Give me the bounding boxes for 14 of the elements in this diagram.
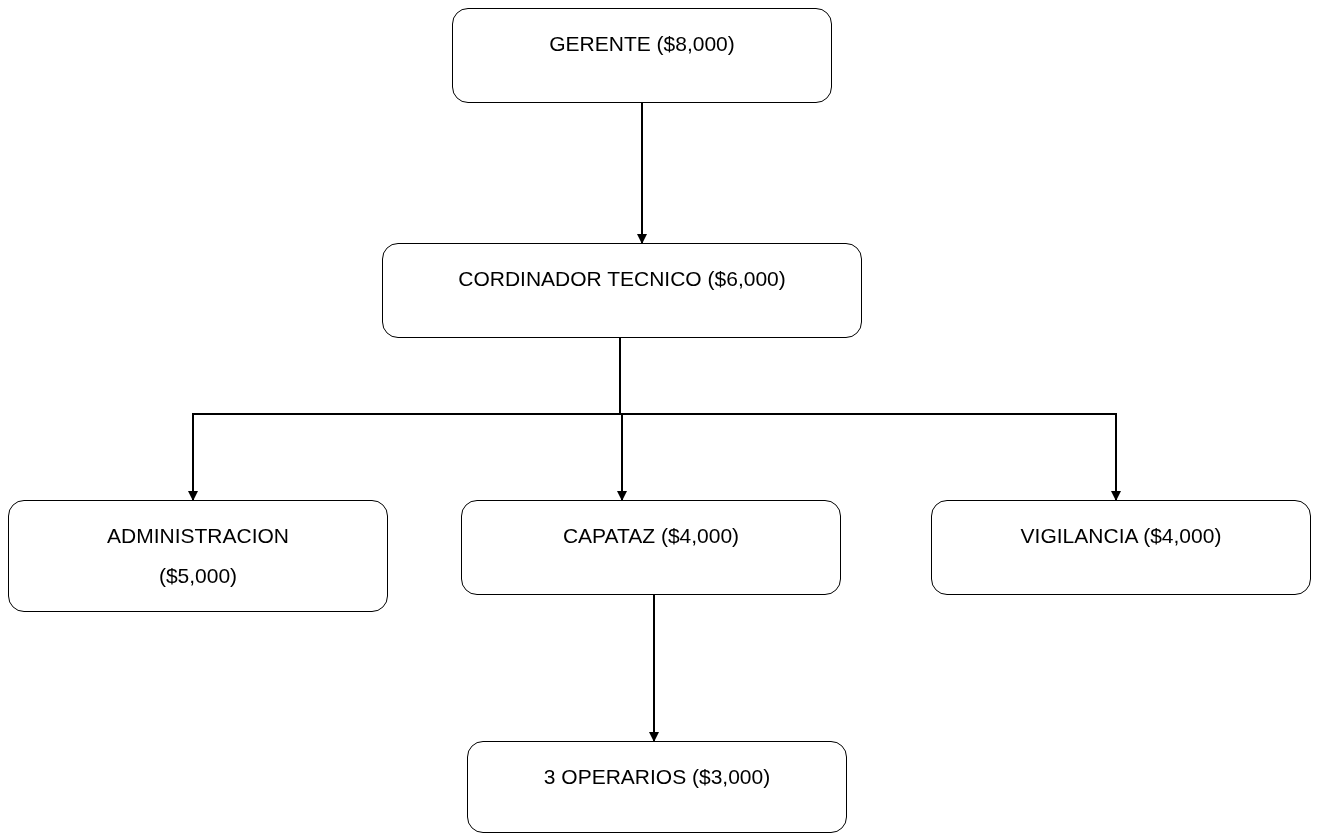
position-box	[452, 8, 832, 103]
position-label: VIGILANCIA ($4,000)	[1020, 523, 1222, 549]
position-label: CORDINADOR TECNICO ($6,000)	[458, 266, 786, 292]
arrow	[649, 594, 659, 742]
position-label: ADMINISTRACION ($5,000)	[106, 523, 290, 589]
position-label: 3 OPERARIOS ($3,000)	[543, 764, 771, 790]
position-box	[382, 243, 862, 338]
position-label: CAPATAZ ($4,000)	[562, 523, 740, 549]
position-box	[931, 500, 1311, 595]
position-box	[8, 500, 388, 612]
position-label: GERENTE ($8,000)	[549, 31, 735, 57]
position-box	[467, 741, 847, 833]
arrow	[637, 102, 647, 244]
position-box	[461, 500, 841, 595]
